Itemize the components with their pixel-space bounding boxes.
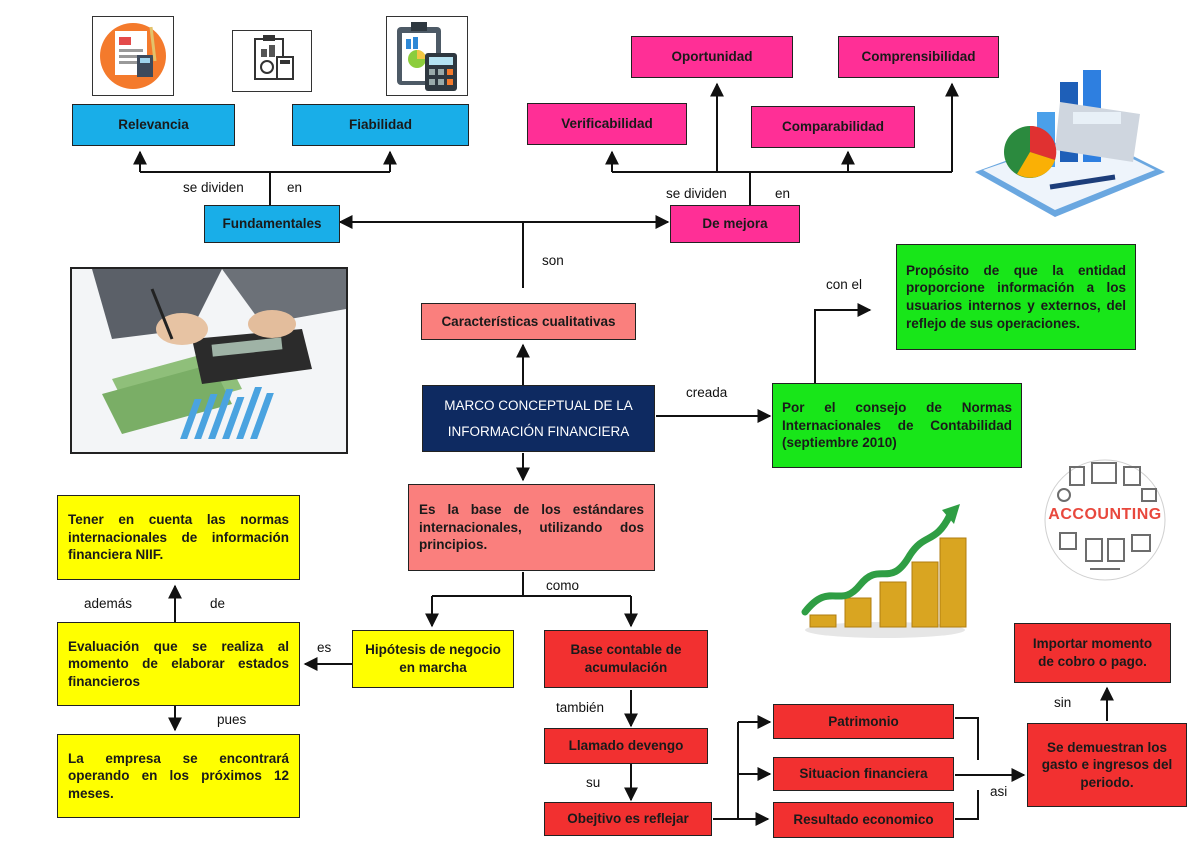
accounting-text: ACCOUNTING <box>1048 506 1162 523</box>
link-to-proposito <box>814 303 872 383</box>
label-en-left: en <box>287 180 303 195</box>
node-consejo: Por el consejo de Normas Internacionales… <box>772 383 1022 468</box>
node-base-contable: Base contable de acumulación <box>544 630 708 688</box>
node-proposito: Propósito de que la entidad proporcione … <box>896 244 1136 350</box>
node-fundamentales: Fundamentales <box>204 205 340 243</box>
node-hipotesis: Hipótesis de negocio en marcha <box>352 630 514 688</box>
accounting-illustration: ACCOUNTING <box>1040 455 1170 585</box>
node-marco-conceptual: MARCO CONCEPTUAL DE LA INFORMACIÓN FINAN… <box>422 385 655 452</box>
label-asi: asi <box>990 784 1008 799</box>
link-patrimonio-out <box>955 717 979 760</box>
node-resultado: Resultado economico <box>773 802 954 838</box>
node-de-mejora: De mejora <box>670 205 800 243</box>
label-su: su <box>586 775 601 790</box>
calculator-photo <box>70 267 348 454</box>
node-situacion: Situacion financiera <box>773 757 954 791</box>
node-patrimonio: Patrimonio <box>773 704 954 739</box>
label-se-dividen-left: se dividen <box>183 180 244 195</box>
node-tener-cuenta: Tener en cuenta las normas internacional… <box>57 495 300 580</box>
node-comprensibilidad: Comprensibilidad <box>838 36 999 78</box>
node-devengo: Llamado devengo <box>544 728 708 764</box>
node-fiabilidad: Fiabilidad <box>292 104 469 146</box>
node-base-estandares: Es la base de los estándares internacion… <box>408 484 655 571</box>
label-se-dividen-right: se dividen <box>666 186 727 201</box>
clipboard-calculator-icon <box>232 30 312 92</box>
report-illustration <box>92 16 174 96</box>
node-verificabilidad: Verificabilidad <box>527 103 687 145</box>
node-importar: Importar momento de cobro o pago. <box>1014 623 1171 683</box>
clipboard-chart-calculator-icon <box>386 16 468 96</box>
node-caracteristicas: Características cualitativas <box>421 303 636 340</box>
label-con-el: con el <box>826 277 863 292</box>
node-comparabilidad: Comparabilidad <box>751 106 915 148</box>
node-objetivo: Obejtivo es reflejar <box>544 802 712 836</box>
node-demuestran: Se demuestran los gasto e ingresos del p… <box>1027 723 1187 807</box>
label-sin: sin <box>1054 695 1072 710</box>
node-oportunidad: Oportunidad <box>631 36 793 78</box>
node-relevancia: Relevancia <box>72 104 235 146</box>
link-resultado-out <box>955 790 979 820</box>
label-como: como <box>546 578 580 593</box>
label-tambien: también <box>556 700 605 715</box>
coins-growth-illustration <box>800 500 970 640</box>
label-en-right: en <box>775 186 791 201</box>
label-ademas: además <box>84 596 133 611</box>
label-pues: pues <box>217 712 247 727</box>
label-de: de <box>210 596 226 611</box>
financial-report-illustration <box>965 62 1170 222</box>
label-es: es <box>317 640 332 655</box>
node-evaluacion: Evaluación que se realiza al momento de … <box>57 622 300 706</box>
label-son: son <box>542 253 564 268</box>
node-empresa: La empresa se encontrará operando en los… <box>57 734 300 818</box>
label-creada: creada <box>686 385 728 400</box>
